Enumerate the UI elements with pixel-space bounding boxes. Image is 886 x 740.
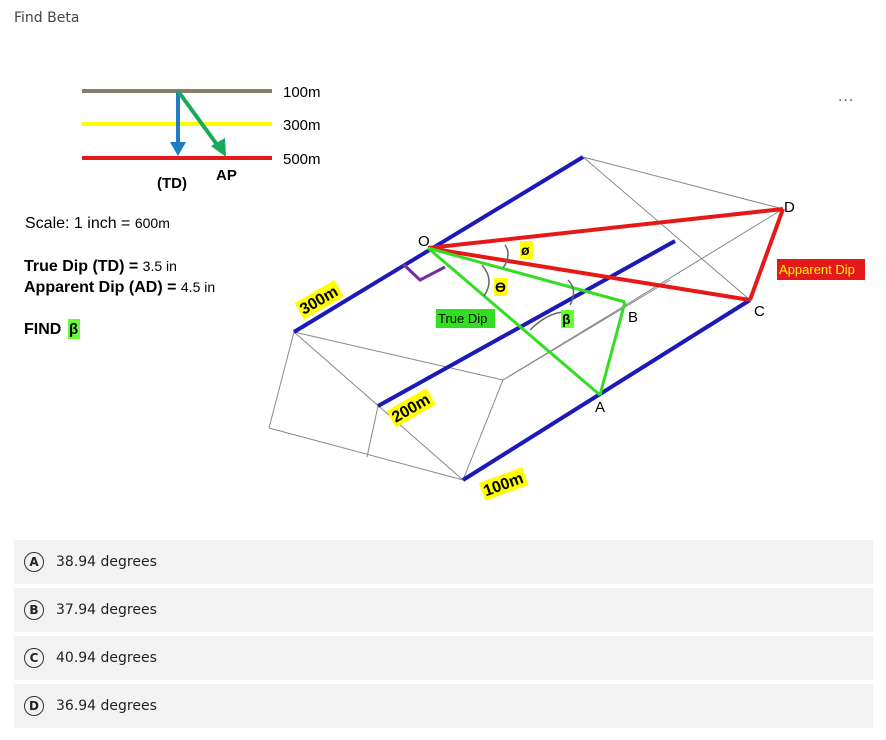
- find-symbol: β: [69, 321, 78, 338]
- layer-100m-label: 100m: [283, 84, 321, 101]
- beta-label: β: [562, 311, 571, 327]
- theta-highlight: [494, 278, 507, 296]
- point-a: A: [595, 399, 605, 416]
- true-dip-lines: [427, 246, 627, 397]
- point-c: C: [754, 303, 765, 320]
- option-a-text: 38.94 degrees: [56, 554, 157, 570]
- apparent-dip-tag-bg: [777, 259, 865, 280]
- true-dip-tag-bg: [436, 309, 495, 328]
- question-title: Find Beta: [14, 10, 80, 26]
- scale-label: Scale: 1 inch = 600m: [25, 215, 170, 232]
- find-symbol-highlight: [68, 319, 80, 339]
- find-label: FIND: [24, 321, 61, 338]
- theta-arc: [481, 264, 490, 297]
- phi-highlight: [520, 241, 533, 259]
- apparent-dip-tag: Apparent Dip: [779, 262, 855, 277]
- true-dip-given: True Dip (TD) = 3.5 in: [24, 258, 177, 275]
- point-d: D: [784, 199, 795, 216]
- layer-500m-label: 500m: [283, 151, 321, 168]
- option-d[interactable]: D 36.94 degrees: [14, 684, 873, 728]
- option-a[interactable]: A 38.94 degrees: [14, 540, 873, 584]
- point-o: O: [418, 233, 430, 250]
- question-figure: 100m 300m 500m (TD) AP Scale: 1 inch = 6…: [24, 84, 865, 501]
- option-b-text: 37.94 degrees: [56, 602, 157, 618]
- option-c[interactable]: C 40.94 degrees: [14, 636, 873, 680]
- option-c-letter: C: [24, 648, 44, 668]
- depth-200-tag: 200m: [386, 388, 436, 428]
- option-b[interactable]: B 37.94 degrees: [14, 588, 873, 632]
- option-a-letter: A: [24, 552, 44, 572]
- apparent-dip-arrow-head: [211, 138, 226, 157]
- option-b-letter: B: [24, 600, 44, 620]
- true-dip-arrow-head: [170, 142, 186, 156]
- layer-300m-label: 300m: [283, 117, 321, 134]
- ap-label: AP: [216, 167, 237, 184]
- apparent-dip-lines: [427, 207, 785, 302]
- strike-lines: [292, 155, 752, 482]
- true-dip-tag: True Dip: [438, 311, 487, 326]
- option-d-letter: D: [24, 696, 44, 716]
- phi-label: ø: [521, 242, 530, 258]
- phi-arc: [502, 244, 509, 269]
- theta-label: ϴ: [495, 279, 506, 295]
- beta-arc-2: [567, 279, 575, 306]
- apparent-dip-arrow: [176, 89, 220, 148]
- depth-100-tag: 100m: [478, 467, 529, 501]
- svg-text:300m: 300m: [297, 283, 341, 318]
- beta-highlight: [561, 310, 574, 328]
- td-label: (TD): [157, 175, 187, 192]
- block-outline: [268, 156, 784, 481]
- option-d-text: 36.94 degrees: [56, 698, 157, 714]
- point-b: B: [628, 309, 638, 326]
- option-c-text: 40.94 degrees: [56, 650, 157, 666]
- more-options-icon[interactable]: ...: [838, 88, 855, 105]
- right-angle-marker: [401, 262, 446, 282]
- depth-300-tag: 300m: [294, 280, 344, 320]
- apparent-dip-given: Apparent Dip (AD) = 4.5 in: [24, 279, 215, 296]
- answer-options: A 38.94 degrees B 37.94 degrees C 40.94 …: [14, 540, 873, 732]
